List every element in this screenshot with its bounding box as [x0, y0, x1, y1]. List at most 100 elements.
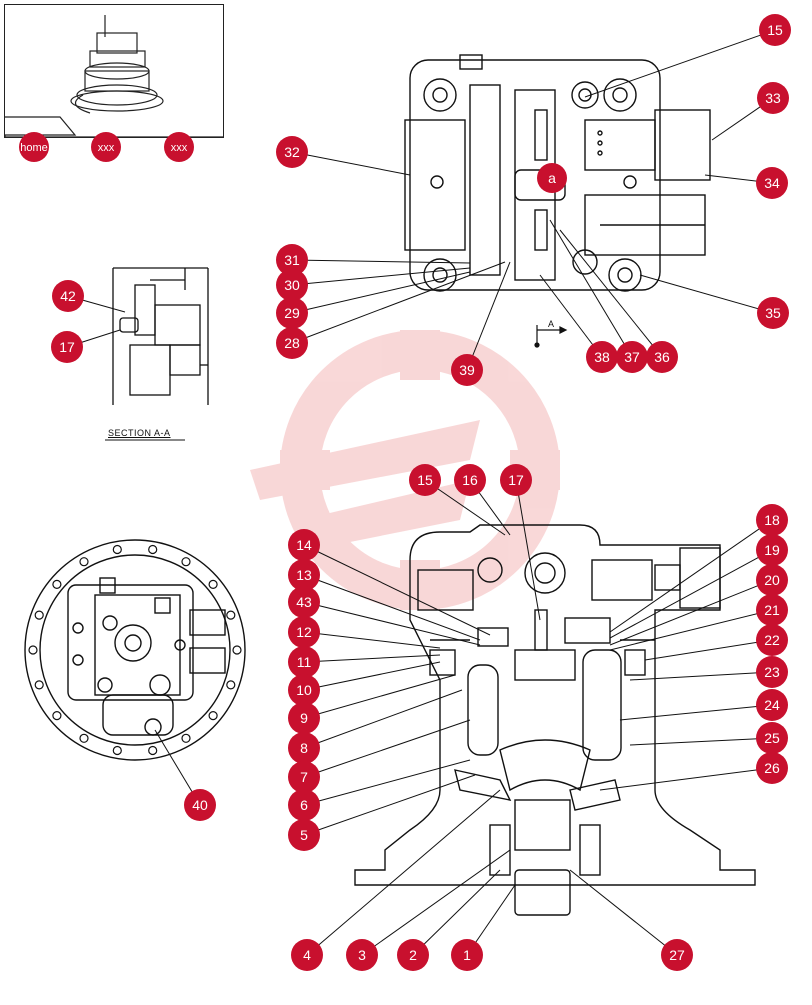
bolt-hole	[34, 610, 44, 620]
bolt-hole	[52, 579, 62, 590]
bolt-hole	[208, 710, 218, 721]
callout-24[interactable]	[756, 689, 788, 721]
callout-8[interactable]	[288, 732, 320, 764]
callout-20[interactable]	[756, 564, 788, 596]
leader-line	[303, 719, 471, 778]
callout-label: 28	[284, 335, 300, 351]
callout-label: 19	[764, 542, 780, 558]
callout-17[interactable]	[500, 464, 532, 496]
callout-label: 29	[284, 305, 300, 321]
prev-button[interactable]	[91, 132, 121, 162]
leader-line	[609, 519, 773, 633]
callout-label: 9	[300, 710, 308, 726]
callout-11[interactable]	[288, 646, 320, 678]
callout-14[interactable]	[288, 529, 320, 561]
callout-43[interactable]	[288, 586, 320, 618]
callout-label: 23	[764, 664, 780, 680]
home-button[interactable]	[19, 132, 49, 162]
callout-26[interactable]	[756, 752, 788, 784]
callout-37[interactable]	[616, 341, 648, 373]
view-arrow-marker	[534, 325, 568, 348]
callout-label: 22	[764, 632, 780, 648]
callout-label: 30	[284, 277, 300, 293]
callout-40[interactable]	[184, 789, 216, 821]
leader-line	[303, 674, 456, 719]
bolt-hole	[79, 733, 89, 743]
callout-7[interactable]	[288, 761, 320, 793]
leader-line	[549, 219, 633, 358]
callout-label: 43	[296, 594, 312, 610]
callout-32[interactable]	[276, 136, 308, 168]
leader-line	[291, 271, 471, 314]
bolt-hole	[181, 733, 191, 743]
callout-label: 2	[409, 947, 417, 963]
callout-21[interactable]	[756, 594, 788, 626]
leader-line	[303, 601, 481, 646]
home-button-label: home	[20, 142, 48, 154]
leader-line	[424, 479, 506, 536]
callout-4[interactable]	[291, 939, 323, 971]
callout-label: 40	[192, 797, 208, 813]
callout-label: 17	[59, 339, 75, 355]
callout-31[interactable]	[276, 244, 308, 276]
leader-line	[303, 689, 463, 749]
callout-label: 6	[300, 797, 308, 813]
callout-35[interactable]	[757, 297, 789, 329]
callout-28[interactable]	[276, 327, 308, 359]
callout-30[interactable]	[276, 269, 308, 301]
callout-label: 18	[764, 512, 780, 528]
callout-15[interactable]	[409, 464, 441, 496]
callout-42[interactable]	[52, 280, 84, 312]
leader-line	[629, 737, 773, 746]
callout-12[interactable]	[288, 616, 320, 648]
callout-label: 36	[654, 349, 670, 365]
callout-33[interactable]	[757, 82, 789, 114]
callout-34[interactable]	[756, 167, 788, 199]
callout-18[interactable]	[756, 504, 788, 536]
callout-label: 33	[765, 90, 781, 106]
callout-3[interactable]	[346, 939, 378, 971]
callout-6[interactable]	[288, 789, 320, 821]
callout-27[interactable]	[661, 939, 693, 971]
callout-label: 8	[300, 740, 308, 756]
callout-label: 38	[594, 349, 610, 365]
callout-23[interactable]	[756, 656, 788, 688]
callout-label: 31	[284, 252, 300, 268]
bolt-hole	[226, 610, 236, 620]
bolt-hole	[112, 745, 122, 756]
callout-label: 4	[303, 947, 311, 963]
leader-line	[412, 869, 501, 956]
next-button[interactable]	[164, 132, 194, 162]
callout-39[interactable]	[451, 354, 483, 386]
callout-36[interactable]	[646, 341, 678, 373]
callout-label: 3	[358, 947, 366, 963]
leader-line	[291, 259, 471, 264]
callout-2[interactable]	[397, 939, 429, 971]
callout-9[interactable]	[288, 702, 320, 734]
motor-cross-section	[354, 524, 756, 916]
callout-15[interactable]	[759, 14, 791, 46]
callout-label: 32	[284, 144, 300, 160]
callout-13[interactable]	[288, 559, 320, 591]
callout-16[interactable]	[454, 464, 486, 496]
callout-19[interactable]	[756, 534, 788, 566]
callout-29[interactable]	[276, 297, 308, 329]
detail-marker-a[interactable]	[537, 163, 567, 193]
callout-5[interactable]	[288, 819, 320, 851]
callout-10[interactable]	[288, 674, 320, 706]
callout-17[interactable]	[51, 331, 83, 363]
leader-line	[291, 261, 506, 344]
callout-38[interactable]	[586, 341, 618, 373]
callout-1[interactable]	[451, 939, 483, 971]
callout-label: 15	[767, 22, 783, 38]
flange-bottom-view	[24, 539, 246, 761]
callout-22[interactable]	[756, 624, 788, 656]
leader-line	[609, 609, 773, 651]
callout-leader-lines	[66, 29, 776, 956]
leader-line	[619, 704, 773, 721]
callout-label: 20	[764, 572, 780, 588]
callout-label: 17	[508, 472, 524, 488]
leader-line	[639, 274, 774, 314]
callout-25[interactable]	[756, 722, 788, 754]
leader-line	[303, 631, 441, 649]
